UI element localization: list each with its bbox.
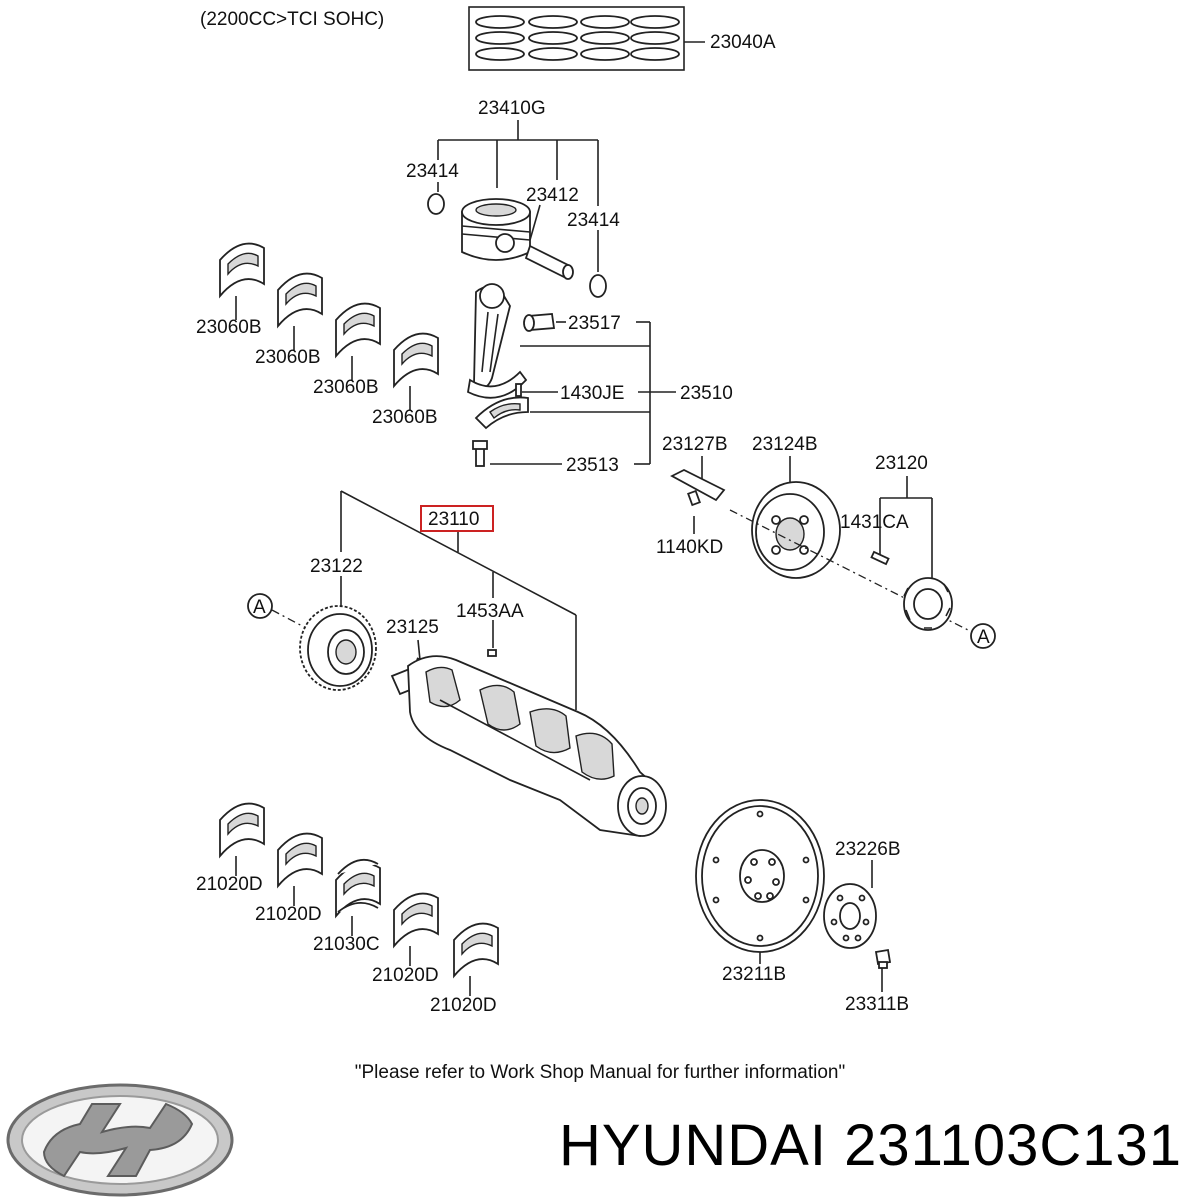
label-23517: 23517 [568, 313, 621, 334]
label-21020D-1: 21020D [196, 874, 263, 895]
label-1430JE: 1430JE [560, 383, 624, 404]
crank-gear [299, 605, 377, 691]
piston-ring-set [468, 6, 705, 71]
drive-plate-bolt [874, 948, 892, 992]
drive-plate-adapter [823, 860, 877, 949]
label-1140KD: 1140KD [656, 537, 723, 558]
piston-assembly-leaders [437, 120, 599, 272]
label-23412: 23412 [526, 185, 579, 206]
ref-a-left [247, 593, 307, 629]
label-ref-a-right: A [977, 627, 990, 648]
label-23125: 23125 [386, 617, 439, 638]
brand-part-number: HYUNDAI 231103C131 [558, 1113, 1182, 1178]
label-ref-a-left: A [253, 597, 266, 618]
label-21020D-2: 21020D [255, 904, 322, 925]
label-23226B: 23226B [835, 839, 901, 860]
label-23414-left: 23414 [406, 161, 459, 182]
label-23410G: 23410G [478, 98, 546, 119]
label-21030C: 21030C [313, 934, 380, 955]
connecting-rod-leaders [490, 321, 676, 465]
label-23510: 23510 [680, 383, 733, 404]
label-23120: 23120 [875, 453, 928, 474]
label-23513: 23513 [566, 455, 619, 476]
label-23040A: 23040A [710, 32, 776, 53]
piston [427, 193, 607, 298]
connecting-rod [467, 283, 556, 467]
workshop-manual-note: "Please refer to Work Shop Manual for fu… [354, 1062, 846, 1083]
label-1431CA: 1431CA [840, 512, 909, 533]
label-1453AA: 1453AA [456, 601, 524, 622]
hyundai-logo [6, 1083, 234, 1197]
crankshaft [390, 649, 667, 837]
label-23122: 23122 [310, 556, 363, 577]
label-23311B: 23311B [845, 994, 909, 1015]
engine-spec-label: (2200CC>TCI SOHC) [200, 9, 384, 30]
front-pulley-leaders [693, 456, 933, 580]
ref-a-right [970, 623, 996, 649]
upper-bearing-shells [219, 242, 439, 410]
label-23060B-3: 23060B [313, 377, 379, 398]
label-21020D-3: 21020D [372, 965, 439, 986]
label-23060B-1: 23060B [196, 317, 262, 338]
label-23211B: 23211B [722, 964, 786, 985]
crank-pulley [670, 468, 969, 631]
main-bearing-shells [219, 802, 499, 996]
label-23110: 23110 [428, 509, 479, 530]
label-23060B-4: 23060B [372, 407, 438, 428]
highlight-box-23110 [420, 505, 494, 532]
label-23060B-2: 23060B [255, 347, 321, 368]
label-21020D-4: 21020D [430, 995, 497, 1016]
drive-plate [695, 799, 825, 964]
label-23124B: 23124B [752, 434, 818, 455]
label-23414-right: 23414 [567, 210, 620, 231]
crankshaft-leaders [340, 490, 577, 710]
label-23127B: 23127B [662, 434, 728, 455]
